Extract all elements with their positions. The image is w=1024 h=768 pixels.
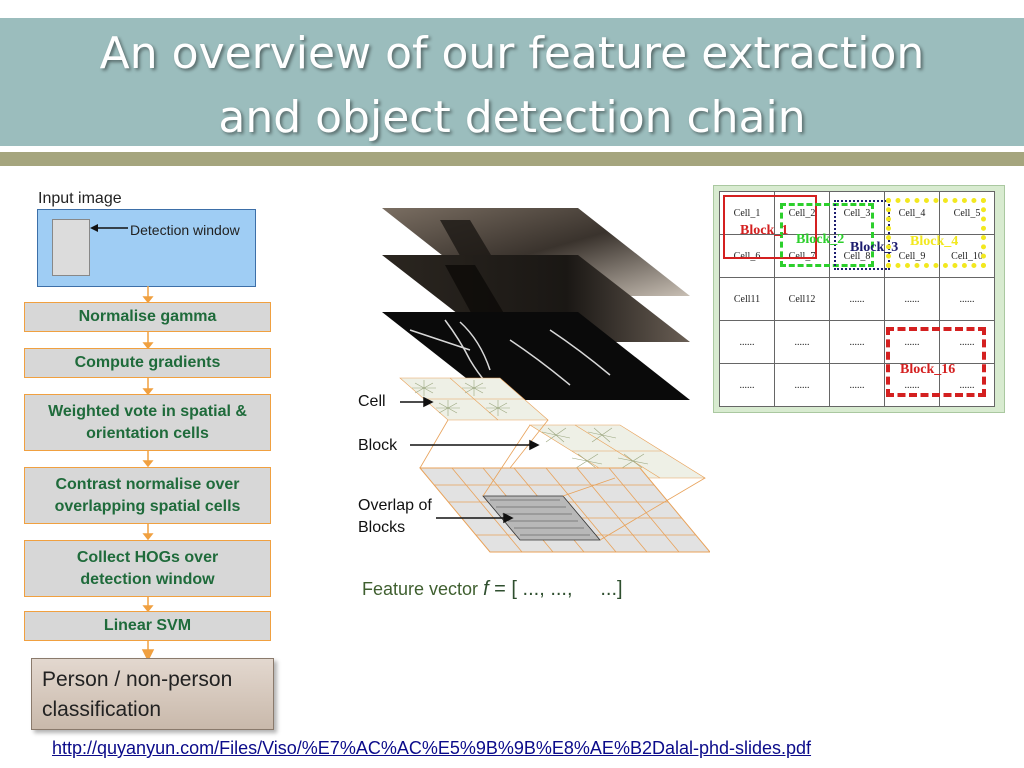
block-16-outline [886, 327, 986, 397]
input-image-box: Detection window [37, 209, 256, 287]
flow-connector-arrows [141, 286, 155, 662]
step-linear-svm: Linear SVM [24, 611, 271, 641]
grid-cell: ...... [774, 320, 830, 364]
image-layer-gamma [382, 255, 690, 342]
grid-cell: ...... [719, 320, 775, 364]
overlap-of-blocks-label: Overlap of Blocks [358, 497, 432, 536]
cell-layer [399, 377, 549, 421]
grid-cell: ...... [884, 277, 940, 321]
grid-cell: Cell_8 [829, 234, 885, 278]
grid-cell: ...... [884, 363, 940, 407]
detection-window-rect [52, 219, 90, 276]
title-banner [0, 18, 1024, 146]
step-collect-hogs: Collect HOGs over detection window [24, 540, 271, 597]
grid-cell: ...... [774, 363, 830, 407]
block-label: Block [358, 437, 398, 454]
detection-window-label: Detection window [130, 222, 240, 238]
block-4-outline [886, 198, 986, 268]
block-2-outline [780, 203, 874, 267]
title-line-1: An overview of our feature extraction [99, 28, 925, 79]
step-contrast-normalise: Contrast normalise over overlapping spat… [24, 467, 271, 524]
block-3-label: Block_3 [850, 240, 899, 255]
overlap-grid-layer [418, 467, 710, 553]
block-4-label: Block_4 [910, 234, 959, 249]
block-1-outline [723, 195, 817, 259]
connector-lines [419, 419, 706, 541]
feature-vector-suffix: = [ ..., ..., ...] [488, 578, 623, 600]
grid-cell: ...... [719, 363, 775, 407]
block-1-label: Block_1 [740, 223, 789, 238]
step-normalise-gamma: Normalise gamma [24, 302, 271, 332]
source-link[interactable]: http://quyanyun.com/Files/Viso/%E7%AC%AC… [52, 738, 812, 758]
hog-layers-diagram [382, 208, 710, 553]
image-layer-gradients [382, 312, 690, 400]
step-compute-gradients: Compute gradients [24, 348, 271, 378]
step-weighted-vote: Weighted vote in spatial & orientation c… [24, 394, 271, 451]
grid-row: Cell_6 Cell_7 Cell_8 Cell_9 Cell_10 [719, 234, 995, 278]
feature-vector-symbol: f [483, 578, 489, 600]
feature-vector-formula: Feature vector f = [ ..., ..., ...] [362, 578, 623, 601]
grid-cell: Cell_1 [719, 191, 775, 235]
cell-block-grid-figure: Cell_1 Cell_2 Cell_3 Cell_4 Cell_5 Cell_… [713, 185, 1005, 413]
block-2-label: Block_2 [796, 232, 845, 247]
grid-cell: ...... [829, 320, 885, 364]
block-16-label: Block_16 [900, 362, 956, 377]
input-image-label: Input image [38, 190, 122, 207]
grid-cell: Cell_3 [829, 191, 885, 235]
classification-result-box: Person / non-person classification [31, 658, 274, 730]
grid-cell: Cell12 [774, 277, 830, 321]
grid-cell: ...... [829, 363, 885, 407]
label-arrows [400, 396, 540, 524]
title-underline-band [0, 152, 1024, 166]
cell-label: Cell [358, 393, 386, 410]
title-line-2: and object detection chain [218, 92, 806, 143]
grid-cell: ...... [939, 277, 995, 321]
detection-window-arrow [90, 224, 128, 232]
slide-title: An overview of our feature extraction an… [0, 22, 1024, 150]
grid-cell: Cell11 [719, 277, 775, 321]
grid-cell: ...... [829, 277, 885, 321]
feature-vector-prefix: Feature vector [362, 579, 484, 599]
grid-cell: Cell_2 [774, 191, 830, 235]
grid-row: ...... ...... ...... ...... ...... [719, 363, 995, 407]
grid-row: Cell11 Cell12 ...... ...... ...... [719, 277, 995, 321]
